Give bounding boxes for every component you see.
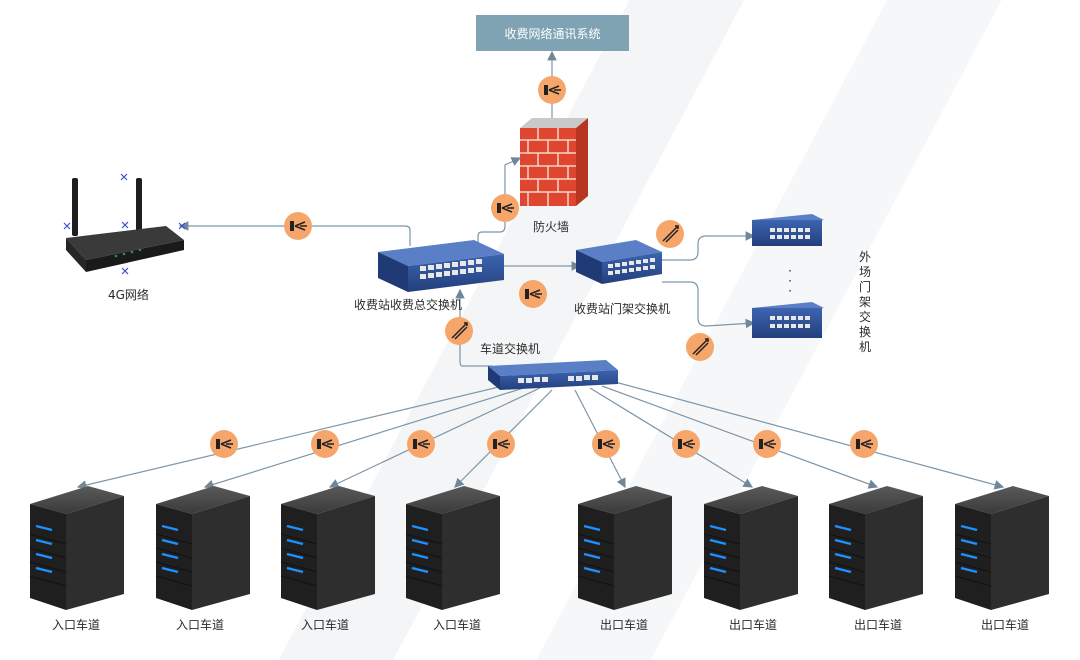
connector-icon xyxy=(672,430,700,458)
entry-lane-label: 入口车道 xyxy=(52,618,101,632)
router-label: 4G网络 xyxy=(108,288,149,302)
entry-lane-label: 入口车道 xyxy=(433,618,482,632)
connector-icon xyxy=(311,430,339,458)
outfield-switch-icon xyxy=(752,214,824,246)
lane-switch-label: 车道交换机 xyxy=(480,342,541,356)
connector-icon xyxy=(519,280,547,308)
entry-lane-label: 入口车道 xyxy=(301,618,350,632)
servers xyxy=(29,486,1049,610)
exit-lane-label: 出口车道 xyxy=(981,618,1030,632)
entry-lane-server-icon xyxy=(155,486,250,610)
lane-switch-icon xyxy=(488,360,618,390)
fiber-connector-icon xyxy=(445,317,473,345)
entry-lane-label: 入口车道 xyxy=(176,618,225,632)
firewall-icon xyxy=(520,118,588,206)
gantry-switch-icon xyxy=(576,240,662,284)
system-title-box: 收费网络通讯系统 xyxy=(476,15,629,51)
entry-lane-server-icon xyxy=(29,486,124,610)
exit-lane-server-icon xyxy=(703,486,798,610)
exit-lane-server-icon xyxy=(577,486,672,610)
ellipsis-dots: · · · xyxy=(788,264,792,298)
connector-icon xyxy=(850,430,878,458)
fiber-connector-icon xyxy=(686,333,714,361)
exit-lane-label: 出口车道 xyxy=(600,618,649,632)
entry-lane-server-icon xyxy=(405,486,500,610)
link-gantry-outfield-2 xyxy=(662,281,756,329)
link-core-firewall xyxy=(477,157,522,246)
connector-icon xyxy=(210,430,238,458)
gantry-switch-label: 收费站门架交换机 xyxy=(574,302,671,316)
fiber-connector-icon xyxy=(656,220,684,248)
core-switch-icon xyxy=(378,240,504,292)
connector-icon xyxy=(284,212,312,240)
connector-icon xyxy=(538,76,566,104)
connector-icon xyxy=(753,430,781,458)
connector-icon xyxy=(407,430,435,458)
core-switch-label: 收费站收费总交换机 xyxy=(354,298,463,312)
firewall-label: 防火墙 xyxy=(533,220,570,234)
connector-badges xyxy=(210,76,878,458)
exit-lane-label: 出口车道 xyxy=(729,618,778,632)
exit-lane-server-icon xyxy=(828,486,923,610)
router-icon xyxy=(63,173,186,275)
link-core-router xyxy=(178,221,411,246)
connector-icon xyxy=(592,430,620,458)
exit-lane-server-icon xyxy=(954,486,1049,610)
connection-lines xyxy=(76,50,1005,490)
entry-lane-server-icon xyxy=(280,486,375,610)
link-gantry-outfield-1 xyxy=(662,231,756,261)
connector-icon xyxy=(487,430,515,458)
exit-lane-label: 出口车道 xyxy=(854,618,903,632)
connector-icon xyxy=(491,194,519,222)
link-lane-core xyxy=(455,288,492,367)
outfield-switch-icon xyxy=(752,302,824,338)
outfield-switch-label: 外场门架交换机 xyxy=(858,250,871,354)
